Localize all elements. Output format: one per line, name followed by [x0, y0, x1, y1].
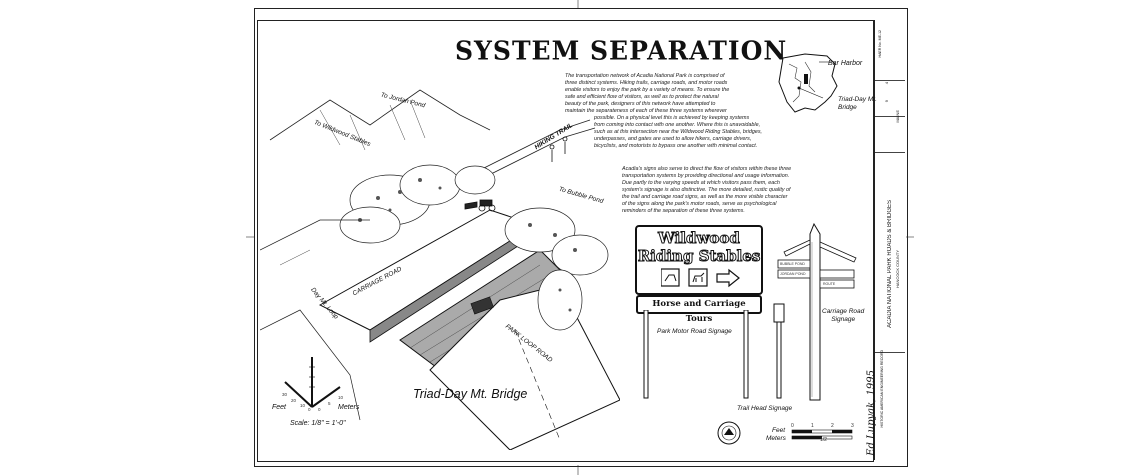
right-scale-graphic: [791, 429, 853, 440]
title-block: [874, 20, 905, 460]
left-scale-meter-tick: 5: [328, 401, 331, 406]
left-scale-feet-tick: 0: [308, 407, 311, 412]
post-sign-1: BUBBLE POND: [780, 262, 805, 266]
signage-paragraph-line: Due partly to the varying speeds at whic…: [622, 180, 780, 186]
left-scale-feet-tick: 30: [282, 392, 288, 397]
map-label-bar-harbor: Bar Harbor: [828, 60, 863, 67]
title-block-maine: MAINE: [895, 110, 900, 123]
intro-paragraph-line: safe and efficient flow of visitors, as …: [565, 94, 719, 100]
intro-paragraph-line: maintain the separateness of each of the…: [565, 108, 727, 114]
bridge-caption: Triad-Day Mt. Bridge: [413, 387, 528, 401]
signage-paragraph-line: system's signage is also distinctive. Th…: [622, 187, 791, 193]
drawing-frame: [257, 20, 874, 462]
right-scale-tick: 1: [811, 423, 814, 429]
trail-head-label: Trail Head Signage: [737, 405, 793, 412]
signage-paragraph-line: the trail and carriage road signs, as we…: [622, 194, 788, 200]
map-label-bridge: Triad-Day Mt. Bridge: [838, 96, 877, 111]
title-block-survey: HISTORIC AMERICAN ENGINEERING RECORD: [880, 350, 884, 428]
left-scale-graphic: [284, 357, 341, 408]
wildwood-sign-line1: Wildwood: [658, 229, 741, 248]
signage-paragraph-line: reminders of the separation of these thr…: [622, 208, 745, 214]
sheet-title: SYSTEM SEPARATION: [455, 35, 788, 66]
signage-paragraph-line: of the signs along the park's motor road…: [622, 201, 777, 207]
wildwood-sign: Wildwood Riding Stables: [635, 225, 763, 295]
right-scale-meters: Meters: [766, 435, 786, 442]
title-block-park: ACADIA NATIONAL PARK ROADS & BRIDGES: [887, 200, 893, 328]
intro-paragraph-line: bicyclists, and motorists to bypass one …: [594, 143, 758, 149]
title-block-of: 9: [884, 100, 889, 103]
sign-posts: [643, 310, 749, 399]
signage-paragraph-line: Acadia's signs also serve to direct the …: [622, 166, 792, 172]
post-sign-2: JORDAN POND: [780, 272, 806, 276]
carriage-signpost: [777, 222, 857, 401]
left-scale-feet-tick: 10: [300, 403, 306, 408]
title-block-sheet: 4: [884, 82, 889, 85]
trail-head-post: [773, 303, 785, 399]
intro-paragraph-line: enable visitors to enjoy the park by a v…: [565, 87, 730, 93]
intro-paragraph-line: underpasses, and gates are used to allow…: [594, 136, 752, 142]
post-sign-3: ROUTE: [823, 282, 836, 286]
right-scale-half: 1/2: [820, 437, 827, 443]
intro-paragraph-line: beauty of the park, designers of this ne…: [565, 101, 716, 107]
signage-paragraph-line: transportation systems by providing dire…: [622, 173, 790, 179]
carriage-road-signage-label: Carriage Road Signage: [822, 308, 865, 323]
haer-seal-icon: [717, 421, 741, 445]
left-scale-meters: Meters: [338, 404, 360, 411]
right-scale-tick: 3: [851, 423, 854, 429]
sign-icons: [661, 268, 740, 288]
left-scale-ratio: Scale: 1/8" = 1'-0": [290, 420, 346, 427]
bridge-illustration: [260, 89, 620, 450]
park-motor-road-label: Park Motor Road Signage: [657, 328, 732, 335]
intro-paragraph-line: such as at this intersection near the Wi…: [594, 129, 763, 135]
left-scale-meter-tick: 0: [318, 407, 321, 412]
left-scale-feet-tick: 20: [291, 398, 297, 403]
title-block-county: HANCOCK COUNTY: [895, 250, 900, 289]
locator-map: [778, 53, 838, 113]
intro-paragraph-line: possible. On a physical level this is ac…: [594, 115, 750, 121]
right-scale-tick: 0: [791, 423, 794, 429]
left-scale-meter-tick: 10: [338, 395, 344, 400]
intro-paragraph-line: from coming into contact with one anothe…: [594, 122, 761, 128]
intro-paragraph-line: The transportation network of Acadia Nat…: [565, 73, 725, 79]
right-scale-tick: 2: [831, 423, 834, 429]
title-block-record: HAER No. ME-12: [878, 30, 882, 58]
wildwood-sign-line2: Riding Stables: [637, 247, 761, 266]
horse-carriage-sign: Horse and Carriage Tours: [636, 295, 762, 324]
right-scale-feet: Feet: [772, 427, 786, 434]
intro-paragraph-line: three distinct systems. Hiking trails, c…: [565, 80, 728, 86]
left-scale-feet: Feet: [272, 404, 287, 411]
